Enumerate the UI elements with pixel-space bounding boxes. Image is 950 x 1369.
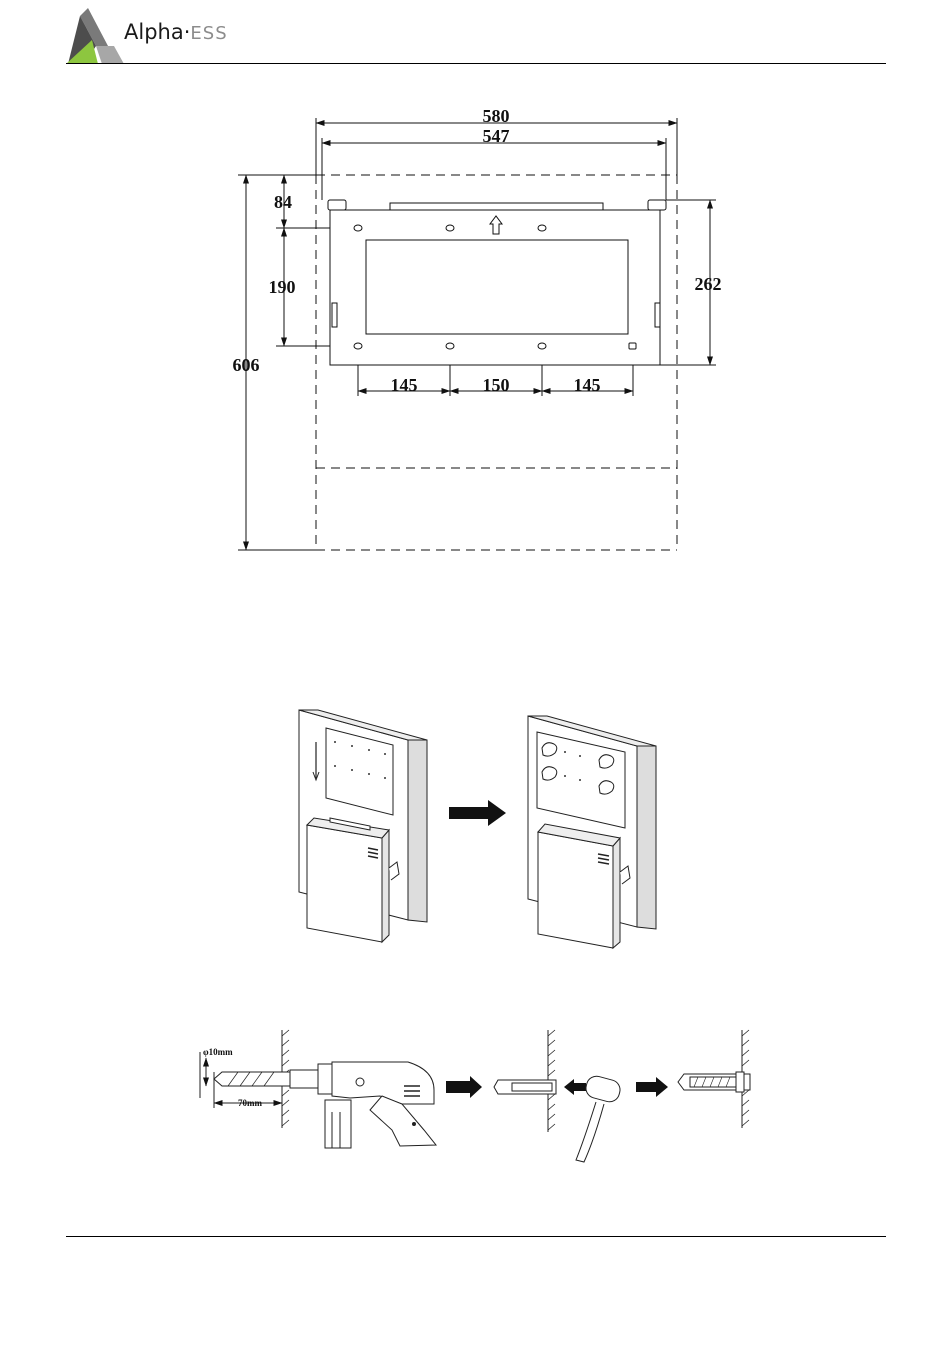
drill-depth-label: 70mm (238, 1098, 262, 1108)
dim-label-145-right: 145 (574, 375, 601, 395)
right-arrow-icon (449, 800, 506, 826)
right-arrow-icon (636, 1077, 668, 1097)
right-arrow-icon (446, 1076, 482, 1098)
hammer-drill-icon (290, 1062, 436, 1148)
expansion-bolt-icon (678, 1072, 750, 1092)
dim-label-547: 547 (483, 126, 510, 146)
dim-label-145-left: 145 (391, 375, 418, 395)
dim-label-190: 190 (269, 277, 296, 297)
expansion-bolt-icon (494, 1080, 556, 1094)
drilling-illustration (200, 1030, 750, 1162)
dim-label-262: 262 (695, 274, 722, 294)
bracket-dimension-drawing (238, 118, 716, 550)
battery-cabinet-icon (307, 818, 399, 942)
mounting-bracket-plate (328, 200, 666, 365)
drill-diameter-label: φ10mm (203, 1047, 233, 1057)
dim-label-580: 580 (483, 106, 510, 126)
drill-bit-icon (214, 1072, 290, 1086)
dim-label-606: 606 (233, 355, 260, 375)
dim-label-150: 150 (483, 375, 510, 395)
dim-label-84: 84 (274, 192, 292, 212)
mounting-illustration (299, 710, 656, 948)
left-arrow-icon (564, 1079, 586, 1095)
battery-cabinet-icon (538, 824, 630, 948)
